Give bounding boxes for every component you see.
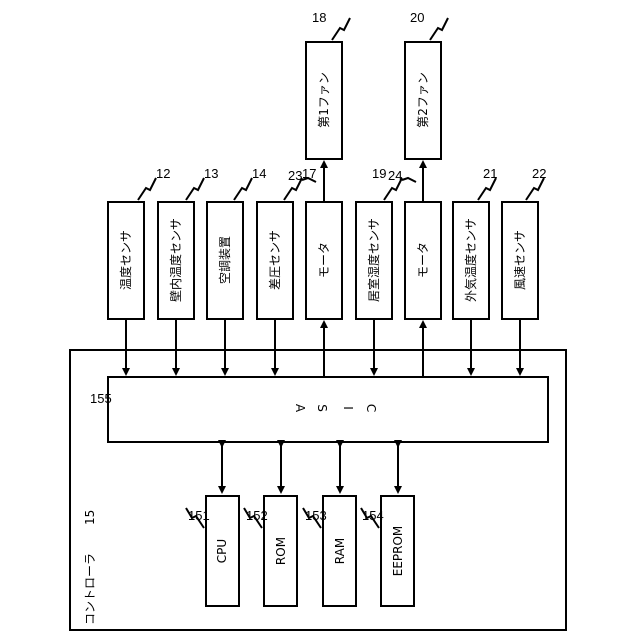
fan-ref: 18	[312, 10, 326, 25]
chip-ref: 154	[362, 508, 384, 523]
fan-1: 第2ファン 20	[405, 10, 448, 159]
sensor-label: 外気温度センサ	[463, 218, 478, 302]
sensor-label: 空調装置	[218, 236, 232, 284]
sensor-label: 差圧センサ	[268, 230, 282, 290]
chip-ref: 151	[188, 508, 210, 523]
controller-ref: 15	[83, 510, 97, 525]
sensor-label: 風速センサ	[513, 230, 527, 290]
sensor-label: 壁内温度センサ	[168, 218, 183, 302]
asic-letter-a: A	[293, 404, 307, 413]
sensor-ref: 12	[156, 166, 170, 181]
chip-ref: 152	[246, 508, 268, 523]
sensor-8: 風速センサ 22	[502, 166, 546, 319]
fan-label: 第1ファン	[317, 72, 331, 128]
asic-letter-i: I	[341, 406, 355, 410]
asic-ref: 155	[90, 391, 112, 406]
sensor-ref: 22	[532, 166, 546, 181]
sensor-label: モータ	[317, 242, 331, 278]
asic-letter-s: S	[315, 404, 329, 412]
sensor-7: 外気温度センサ 21	[453, 166, 497, 319]
fan-0: 第1ファン 18	[306, 10, 350, 159]
fan-ref: 20	[410, 10, 424, 25]
sensor-ref: 19	[372, 166, 386, 181]
chip-ref: 153	[305, 508, 327, 523]
chip-label: EEPROM	[391, 526, 405, 577]
sensor-label: モータ	[416, 242, 430, 278]
sensor-5: 居室湿度センサ 19	[356, 166, 402, 319]
chip-label: RAM	[333, 538, 347, 564]
asic-letter-c: C	[364, 404, 378, 412]
sensor-ref: 21	[483, 166, 497, 181]
sensor-label: 温度センサ	[118, 230, 133, 290]
sensor-ref: 13	[204, 166, 218, 181]
chip-label: CPU	[215, 539, 229, 563]
sensor-ref: 23	[288, 168, 302, 183]
fan-label: 第2ファン	[416, 72, 430, 128]
controller-label: コントローラ	[83, 553, 97, 625]
sensor-label: 居室湿度センサ	[366, 218, 381, 302]
chip-label: ROM	[274, 537, 288, 565]
sensor-ref: 24	[388, 168, 402, 183]
sensor-ref: 14	[252, 166, 266, 181]
